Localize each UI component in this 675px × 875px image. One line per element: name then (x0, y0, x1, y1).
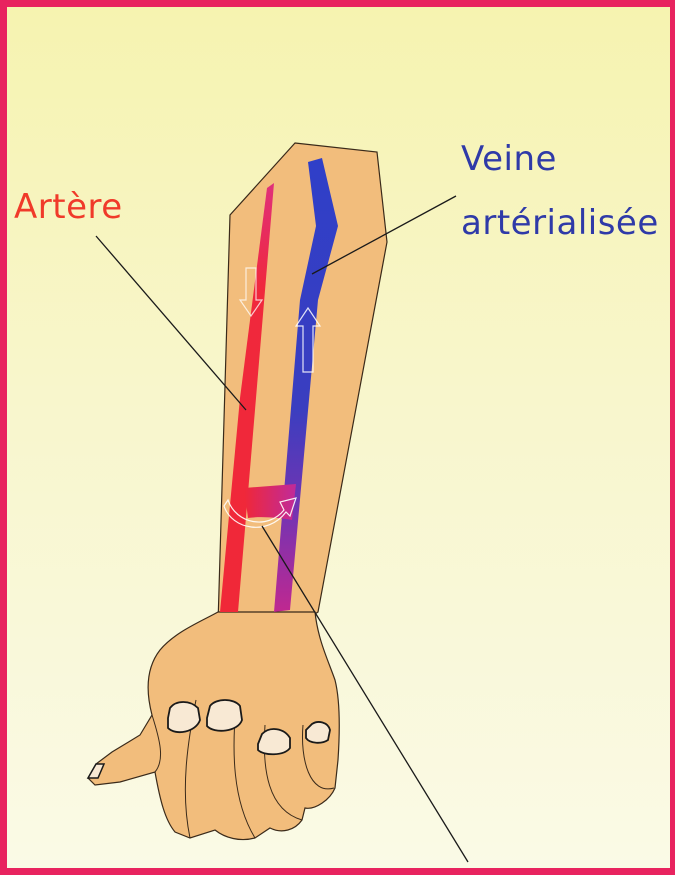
fingernail (207, 700, 242, 731)
artery-label: Artère (14, 190, 123, 224)
artery-leader-line (96, 236, 246, 410)
fingernail (258, 729, 290, 754)
vein-label-line-2: artérialisée (461, 206, 659, 240)
fingernail (168, 702, 200, 732)
vein-label-line-1: Veine (461, 142, 557, 176)
